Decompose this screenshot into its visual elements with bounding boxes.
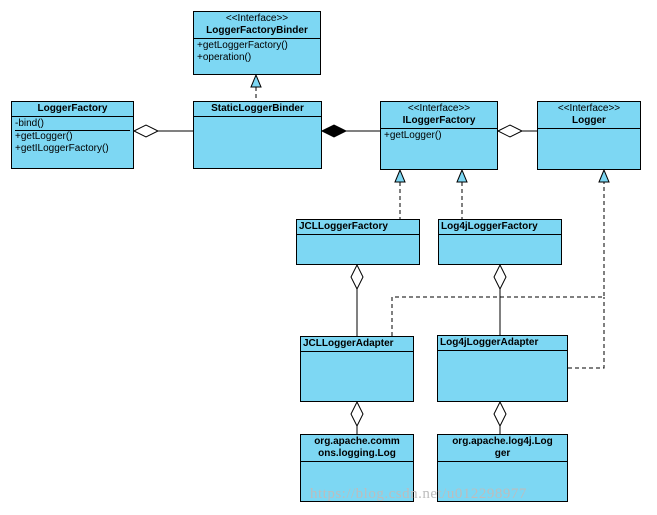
class-header: org.apache.comm ons.logging.Log [301,435,413,462]
composition-diamond-binder [320,124,348,138]
class-header: JCLLoggerAdapter [301,337,413,352]
aggregation-diamond-log4jadapter [493,400,507,428]
class-log4j-logger[interactable]: org.apache.log4j.Log ger [437,434,568,502]
realization-line-log4jadapter [568,297,605,369]
class-log4j-logger-adapter[interactable]: Log4jLoggerAdapter [437,335,568,402]
aggregation-diamond-iloggerfactory [496,124,524,138]
class-header: <<Interface>> ILoggerFactory [381,102,497,129]
class-static-logger-binder[interactable]: StaticLoggerBinder [193,101,322,169]
aggregation-diamond-log4jfactory [493,263,507,291]
class-header: <<Interface>> LoggerFactoryBinder [194,12,320,39]
class-commons-logging-log[interactable]: org.apache.comm ons.logging.Log [300,434,414,502]
class-name: JCLLoggerAdapter [303,338,394,349]
watermark: https://blog.csdn.net/u012298977 [310,486,527,502]
stereotype-label: <<Interface>> [225,13,289,24]
class-name: Log4jLoggerFactory [441,221,538,232]
class-jcl-logger-adapter[interactable]: JCLLoggerAdapter [300,336,414,402]
aggregation-diamond-loggerfactory [132,124,160,138]
realization-arrowhead-iloggerfactory-right [456,168,468,183]
realization-arrowhead-iloggerfactory-left [394,168,406,183]
class-members: -bind() +getLogger() +getILoggerFactory(… [12,117,133,156]
class-name: ILoggerFactory [402,115,476,126]
realization-line-jcladapter [391,182,605,336]
class-name-line2: ons.logging.Log [318,448,396,459]
class-name: StaticLoggerBinder [211,103,304,114]
class-log4j-logger-factory[interactable]: Log4jLoggerFactory [438,219,562,265]
method-get-logger: +getLogger() [384,130,442,141]
class-members: +getLogger() [381,129,497,143]
aggregation-diamond-jcladapter [350,400,364,428]
realization-arrowhead-logger [598,168,610,183]
method-get-ilogger-factory: +getILoggerFactory() [15,143,109,154]
class-name-line1: org.apache.comm [314,436,400,447]
class-header: Log4jLoggerFactory [439,220,561,235]
stereotype-label: <<Interface>> [407,103,471,114]
class-logger-factory[interactable]: LoggerFactory -bind() +getLogger() +getI… [11,101,134,169]
stereotype-label: <<Interface>> [557,103,621,114]
class-header: LoggerFactory [12,102,133,117]
realization-arrowhead-loggerfactorybinder [250,73,262,88]
class-logger[interactable]: <<Interface>> Logger [537,101,641,170]
class-name: LoggerFactory [37,103,108,114]
class-header: JCLLoggerFactory [297,220,419,235]
class-logger-factory-binder[interactable]: <<Interface>> LoggerFactoryBinder +getLo… [193,11,321,75]
class-name: JCLLoggerFactory [299,221,388,232]
aggregation-diamond-jclfactory [350,263,364,291]
method-operation: +operation() [197,52,252,63]
method-bind: -bind() [15,118,44,129]
class-header: <<Interface>> Logger [538,102,640,129]
class-header: StaticLoggerBinder [194,102,321,117]
class-name-line1: org.apache.log4j.Log [452,436,553,447]
class-name-line2: ger [494,448,511,459]
method-get-logger-factory: +getLoggerFactory() [197,40,288,51]
method-get-logger: +getLogger() [15,130,130,143]
class-jcl-logger-factory[interactable]: JCLLoggerFactory [296,219,420,265]
class-members: +getLoggerFactory() +operation() [194,39,320,65]
class-ilogger-factory[interactable]: <<Interface>> ILoggerFactory +getLogger(… [380,101,498,170]
class-name: Log4jLoggerAdapter [440,337,539,348]
class-name: Logger [572,115,606,126]
class-name: LoggerFactoryBinder [206,25,308,36]
class-header: org.apache.log4j.Log ger [438,435,567,462]
class-header: Log4jLoggerAdapter [438,336,567,351]
